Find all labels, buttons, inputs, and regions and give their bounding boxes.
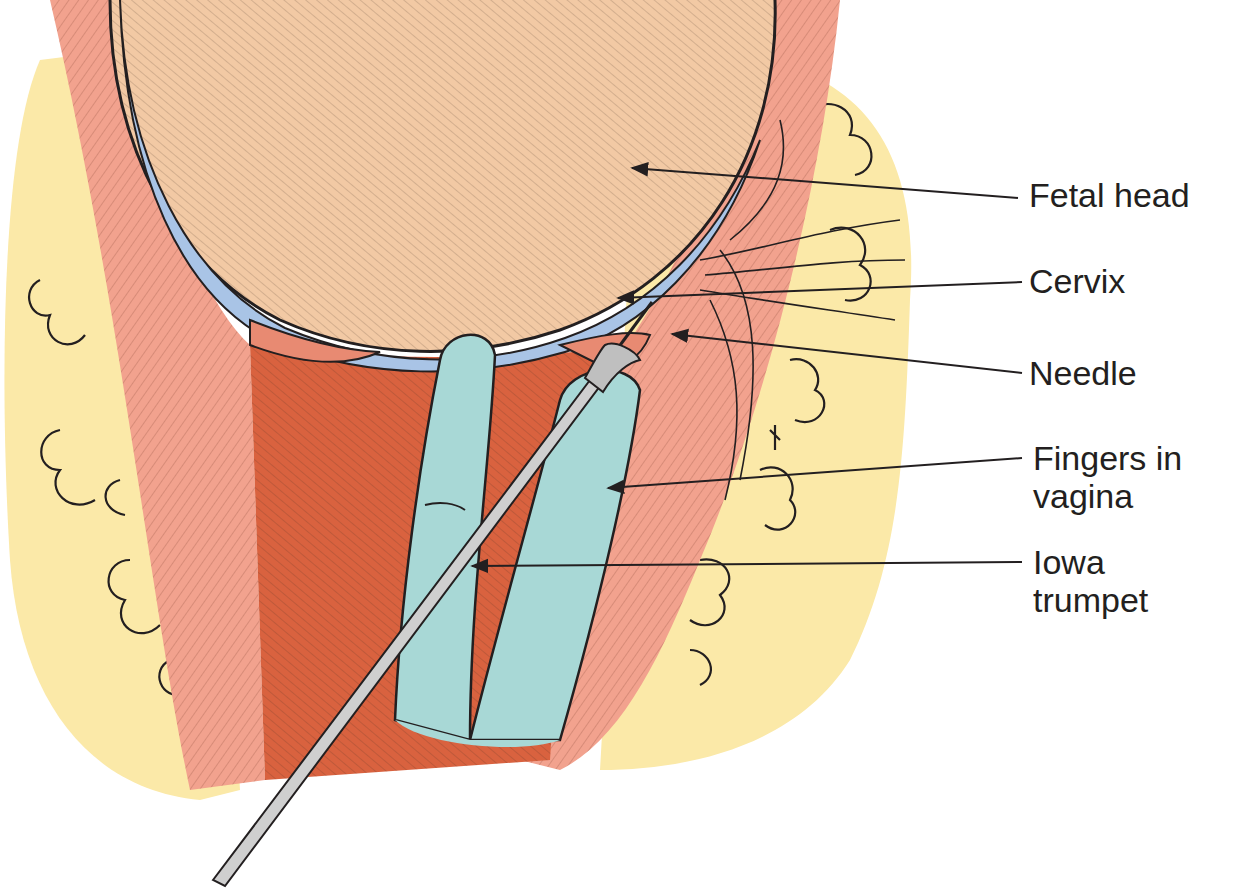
- needle: [618, 302, 652, 348]
- leader-lines: [472, 168, 1022, 566]
- part-label: Iowa trumpet: [1033, 543, 1183, 619]
- part-label: Needle: [1029, 354, 1229, 392]
- part-label: Fingers in vagina: [1033, 439, 1183, 515]
- part-label: Fetal head: [1029, 176, 1229, 214]
- iowa-trumpet: [213, 380, 600, 886]
- part-label: Cervix: [1029, 262, 1229, 300]
- membranes: [120, 0, 760, 371]
- fetal-head: [110, 0, 775, 351]
- cervix-lip: [250, 320, 380, 362]
